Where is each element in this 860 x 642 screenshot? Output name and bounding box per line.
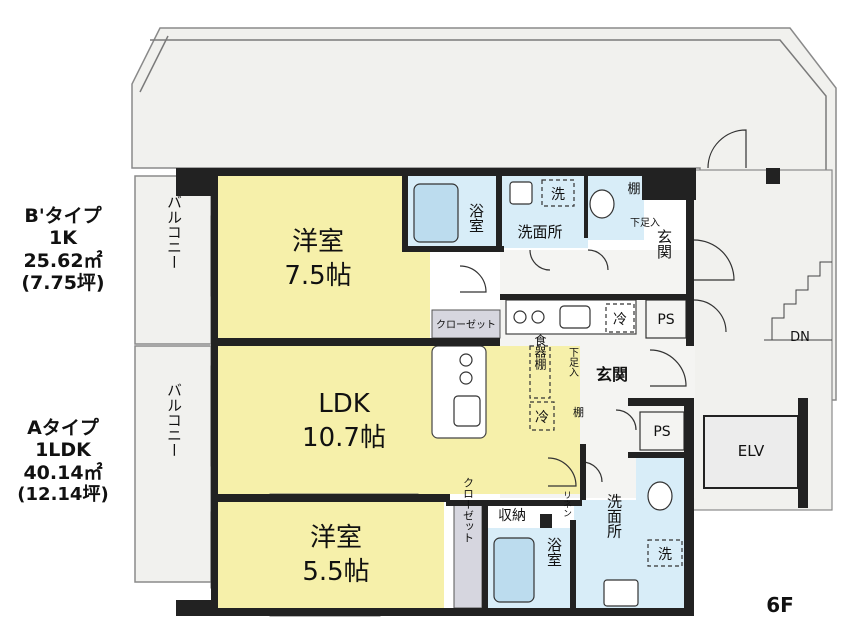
unit-a-area-tsubo: (12.14坪) (17, 484, 109, 506)
balcony-b-label: バルコニー (165, 195, 183, 270)
walls (176, 168, 808, 616)
closet-b (431, 309, 501, 339)
bath-b-label: 浴室 (467, 203, 485, 233)
bathtub-a (493, 537, 535, 603)
ps-a: PS (653, 424, 670, 440)
balcony-b (134, 175, 212, 345)
floor-label: 6F (766, 593, 794, 617)
washroom-b-label: 洗面所 (517, 223, 562, 241)
unit-b-summary: B'タイプ 1K 25.62㎡ (7.75坪) (2, 205, 124, 295)
unit-a-type-name: Aタイプ (27, 417, 99, 439)
ldk-room (218, 346, 580, 494)
staircase (764, 261, 832, 341)
bath-a-label: 浴室 (545, 537, 563, 567)
western-room-a (218, 502, 444, 610)
stove-burner (531, 310, 545, 324)
western-room-b-label: 洋室 (292, 227, 344, 257)
basin-b (509, 181, 533, 205)
toilet-bowl-b (589, 189, 615, 219)
basin-a (603, 579, 639, 607)
wash-machine-a: 洗 (658, 547, 672, 563)
unit-b-layout: 1K (49, 227, 77, 250)
ldk-size: 10.7帖 (302, 423, 386, 453)
ps-box-a (639, 411, 685, 451)
dashed-boxes (529, 179, 683, 567)
fridge-a: 冷 (535, 410, 549, 426)
dish-shelf-a: 食器棚 (533, 333, 547, 371)
shoe-box-a: 下足入 (567, 347, 579, 377)
western-room-a-size: 5.5帖 (302, 557, 369, 587)
western-room-b-size: 7.5帖 (284, 261, 351, 291)
stove-burner (513, 310, 527, 324)
balcony-a-label: バルコニー (165, 383, 183, 458)
unit-a-area-m2: 40.14㎡ (23, 461, 103, 484)
ldk-label: LDK (318, 389, 371, 419)
western-room-a-label: 洋室 (310, 523, 362, 553)
door-swings (459, 129, 747, 487)
ps-box-b (645, 299, 687, 339)
unit-b-type-name: B'タイプ (24, 205, 102, 227)
wash-machine-b: 洗 (551, 187, 565, 203)
linen-a: リネン (561, 491, 572, 518)
shelf-a: 棚 (572, 405, 585, 418)
storage-a: 収納 (498, 508, 526, 524)
fridge-b: 冷 (613, 312, 627, 328)
sink-b (559, 305, 591, 329)
entrance-a: 玄関 (596, 365, 628, 384)
balcony-a (134, 345, 212, 583)
elevator-box (703, 415, 799, 489)
stove-burner (459, 371, 473, 385)
unit-a-layout: 1LDK (35, 439, 91, 462)
bathtub-b (413, 183, 459, 243)
closet-a (453, 503, 483, 609)
unit-b-area-tsubo: (7.75坪) (21, 272, 105, 295)
ps-b: PS (657, 312, 674, 328)
unit-b-area-m2: 25.62㎡ (23, 249, 103, 272)
washroom-a-label: 洗面所 (605, 494, 623, 539)
sink-a (453, 395, 481, 427)
unit-a-summary: Aタイプ 1LDK 40.14㎡ (12.14坪) (2, 417, 124, 505)
shoe-box-b: 下足入 (630, 217, 660, 229)
shelf-b: 棚 (627, 182, 640, 197)
closet-a-label: クローゼット (462, 477, 475, 543)
western-room-b (218, 176, 430, 338)
terrace-corner-line (139, 35, 169, 93)
stove-burner (459, 353, 473, 367)
closet-b-label: クローゼット (436, 319, 496, 331)
stairs-down-label: DN (790, 330, 810, 345)
elevator-label: ELV (738, 442, 765, 460)
entrance-b: 玄関 (655, 229, 673, 260)
toilet-bowl-a (647, 481, 673, 511)
